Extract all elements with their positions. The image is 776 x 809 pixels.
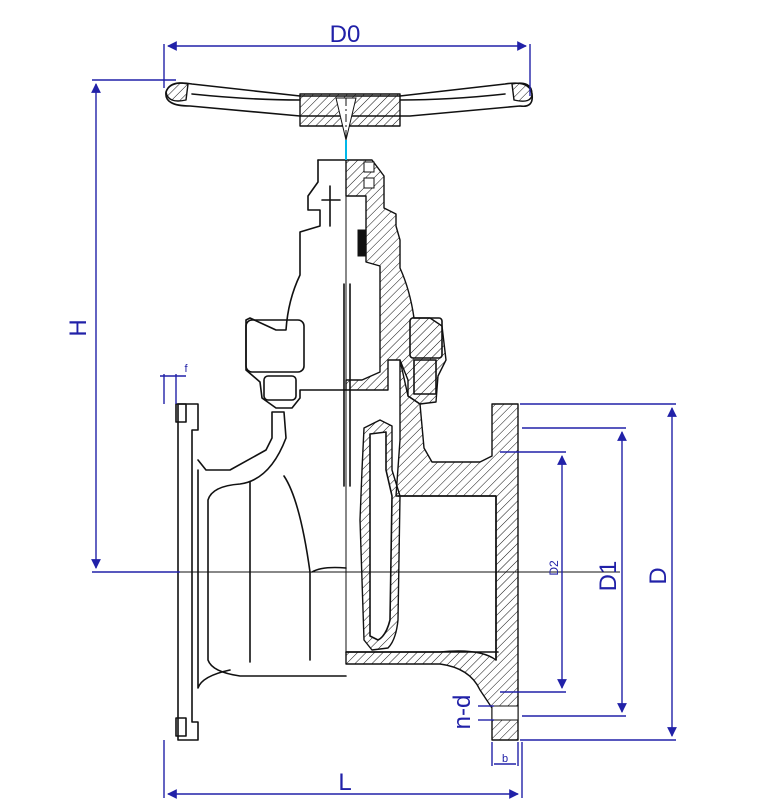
- label-d0: D0: [330, 21, 361, 48]
- label-f: f: [184, 363, 188, 375]
- label-n-d: n-d: [449, 695, 476, 730]
- bonnet: [245, 140, 447, 409]
- valve-body: [175, 160, 519, 741]
- handwheel: [165, 82, 534, 160]
- label-h: H: [65, 319, 92, 336]
- label-b: b: [502, 753, 508, 765]
- label-l: L: [338, 769, 351, 796]
- label-d: D: [645, 567, 672, 584]
- dimension-lines: [91, 41, 677, 799]
- label-d2: D2: [547, 560, 561, 576]
- label-d1: D1: [595, 561, 622, 592]
